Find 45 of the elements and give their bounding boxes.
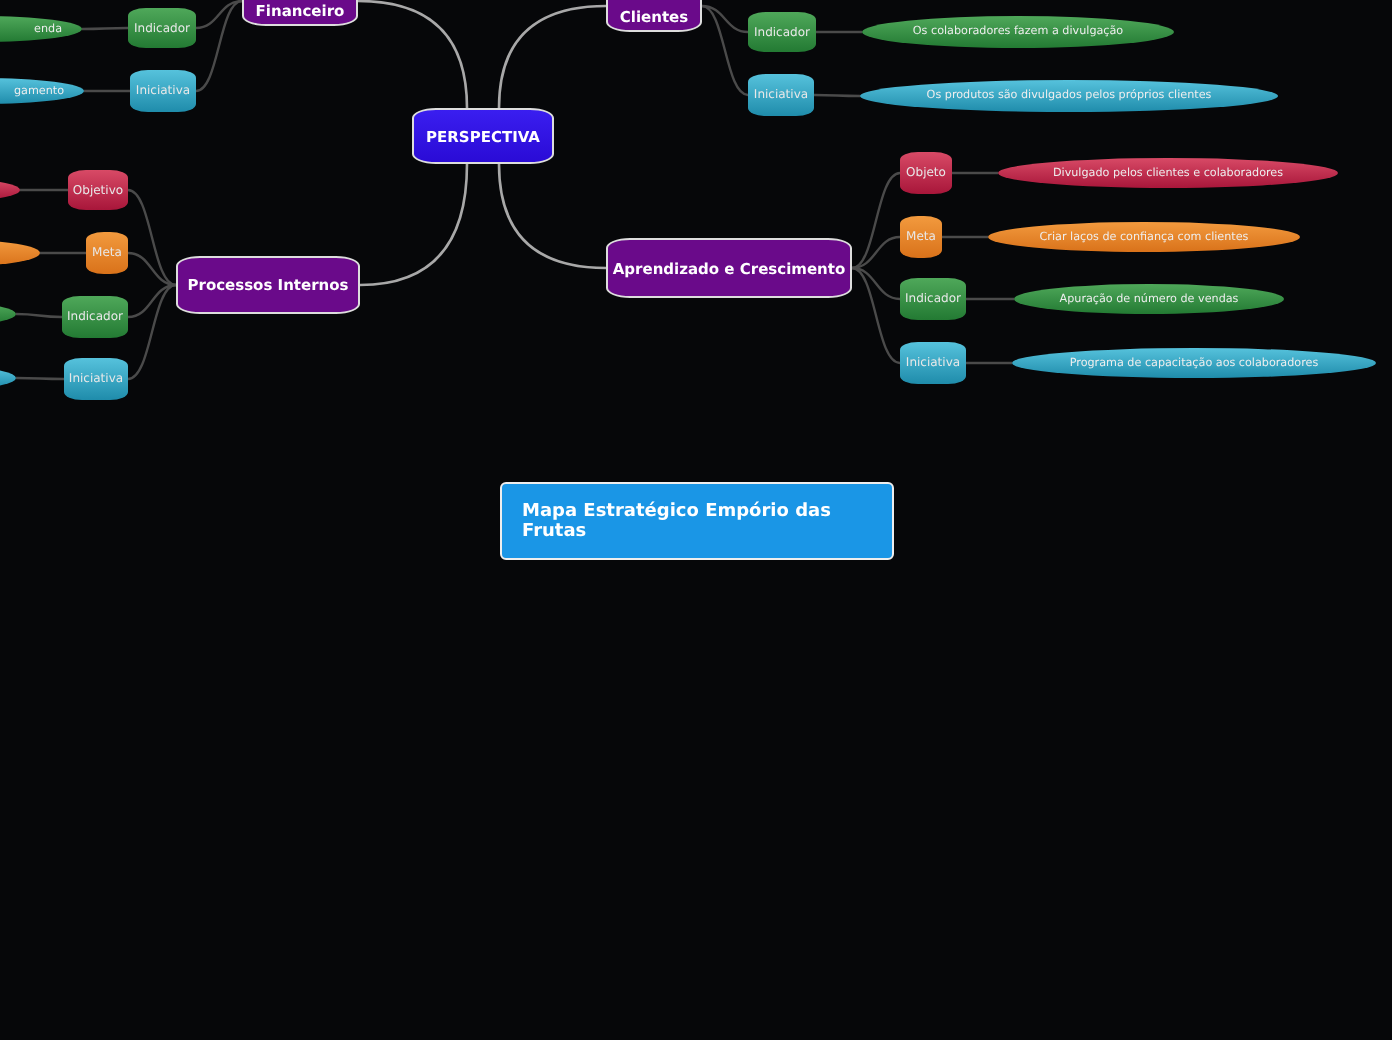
tag-box bbox=[900, 278, 966, 320]
connector-line bbox=[966, 297, 1014, 301]
topic-box bbox=[176, 256, 360, 314]
connector-line bbox=[814, 93, 860, 98]
tag-box bbox=[130, 70, 196, 112]
connector-line bbox=[966, 361, 1012, 365]
tag-box bbox=[748, 12, 816, 52]
connector-line bbox=[40, 251, 86, 255]
connector-line bbox=[942, 235, 988, 239]
connector-line bbox=[497, 163, 607, 270]
connector-line bbox=[16, 376, 64, 381]
tag-box bbox=[64, 358, 128, 400]
tag-box bbox=[86, 232, 128, 274]
connector-line bbox=[127, 283, 177, 319]
tag-box bbox=[900, 152, 952, 194]
connector-line bbox=[851, 266, 901, 365]
connector-line bbox=[851, 171, 901, 270]
connector-line bbox=[701, 4, 749, 34]
connector-line bbox=[359, 163, 469, 287]
tag-box bbox=[900, 216, 942, 258]
connector-line bbox=[952, 171, 998, 175]
central-topic-box bbox=[412, 108, 554, 164]
tag-box bbox=[900, 342, 966, 384]
connector-line bbox=[851, 235, 901, 270]
connector-line bbox=[701, 4, 749, 97]
tag-box bbox=[62, 296, 128, 338]
connector-line bbox=[127, 283, 177, 381]
connector-line bbox=[497, 4, 607, 109]
title-box bbox=[500, 482, 894, 560]
connector-line bbox=[127, 251, 177, 287]
connector-line bbox=[20, 188, 68, 192]
connector-line bbox=[84, 89, 130, 93]
connector-line bbox=[851, 266, 901, 301]
connector-line bbox=[195, 0, 243, 30]
connector-line bbox=[195, 0, 243, 93]
connector-line bbox=[357, 0, 469, 109]
connector-line bbox=[16, 312, 62, 319]
node-label: Mapa Estratégico Empório das Frutas bbox=[522, 501, 833, 541]
connector-line bbox=[816, 30, 862, 34]
connector-line bbox=[127, 188, 177, 287]
topic-box bbox=[606, 238, 852, 298]
tag-box bbox=[68, 170, 128, 210]
tag-box bbox=[748, 74, 814, 116]
tag-box bbox=[128, 8, 196, 48]
connector-line bbox=[82, 26, 128, 31]
